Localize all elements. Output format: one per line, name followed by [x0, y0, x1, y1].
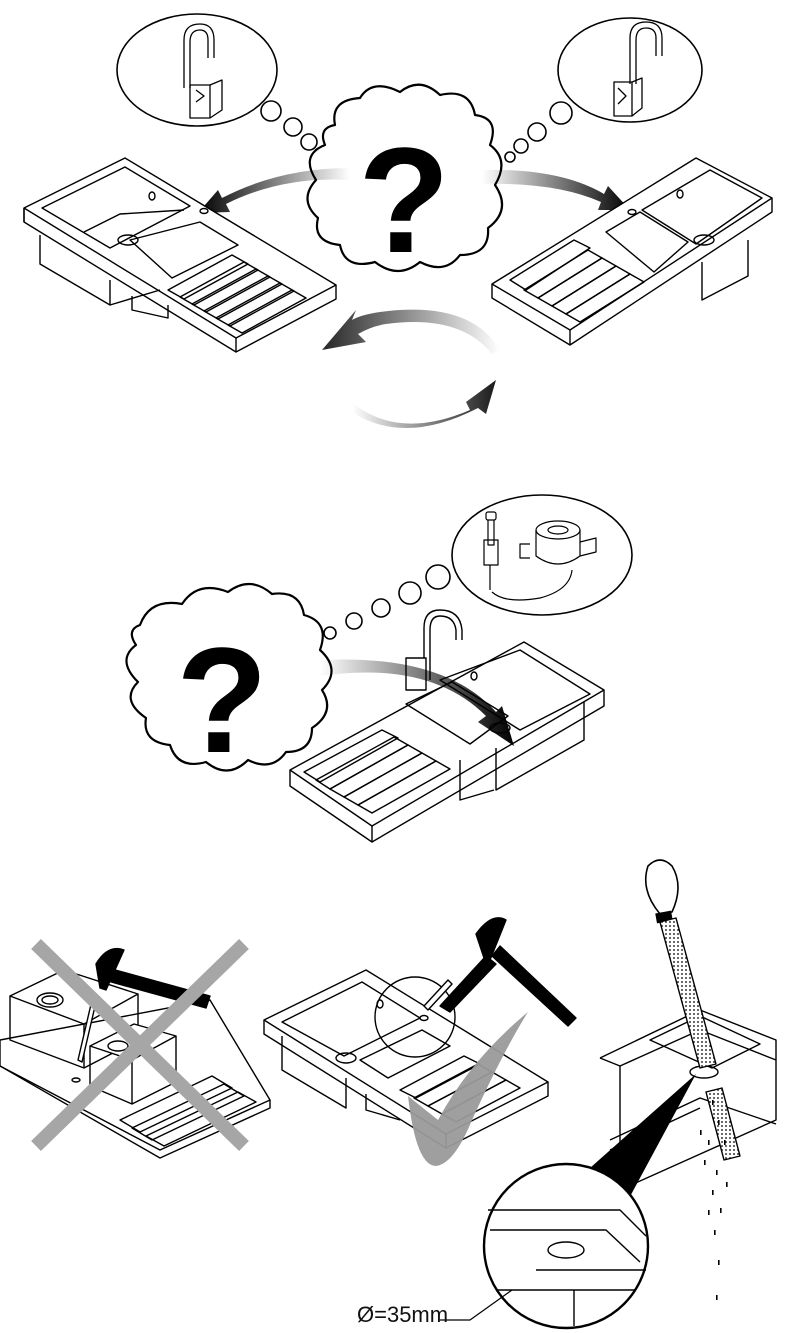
- question-cloud-top: ?: [307, 85, 502, 284]
- question-mark-top: ?: [358, 116, 450, 284]
- question-cloud-middle: ?: [126, 584, 331, 784]
- question-mark-middle: ?: [176, 616, 268, 784]
- middle-panel: ?: [126, 495, 632, 842]
- curved-arrow-icon: [482, 170, 630, 210]
- diameter-label: Ø=35mm: [357, 1302, 448, 1328]
- bottom-panel: [0, 860, 776, 1328]
- thought-bubble-right: [505, 18, 702, 162]
- sink-icon: [24, 158, 336, 352]
- top-panel: ?: [24, 14, 772, 428]
- wrong-method: [0, 944, 270, 1158]
- thought-bubble-waste: [324, 495, 632, 639]
- swap-arrows-icon: [322, 310, 500, 428]
- thought-bubble-left: [117, 14, 326, 160]
- magnifier-icon: [484, 1164, 648, 1328]
- correct-method: [264, 918, 576, 1166]
- sink-icon: [492, 158, 772, 345]
- hammer-icon: [440, 918, 576, 1026]
